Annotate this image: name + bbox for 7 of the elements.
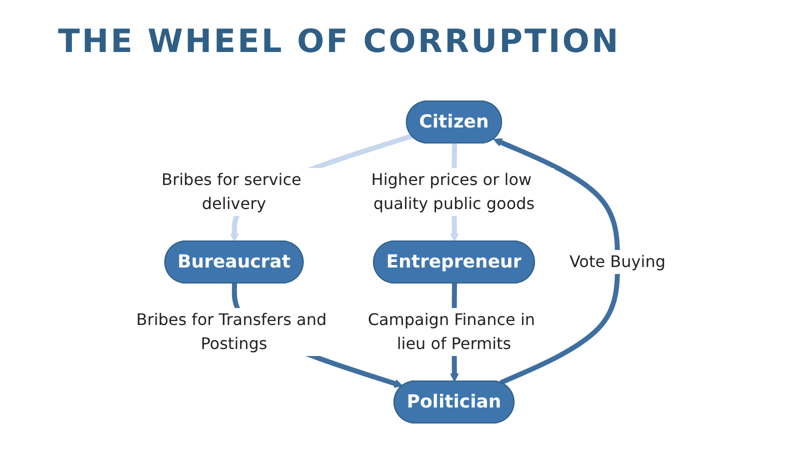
edge-label: Higher prices or low quality public goods: [372, 170, 535, 213]
edge-label: Bribes for service delivery: [162, 170, 302, 213]
arrow: [494, 138, 620, 386]
edge-label: Bribes for Transfers and Postings: [136, 310, 327, 353]
diagram-title: THE WHEEL OF CORRUPTION: [58, 22, 620, 60]
edge-label: Vote Buying: [570, 252, 666, 271]
edge-label: Campaign Finance in lieu of Permits: [368, 310, 536, 353]
